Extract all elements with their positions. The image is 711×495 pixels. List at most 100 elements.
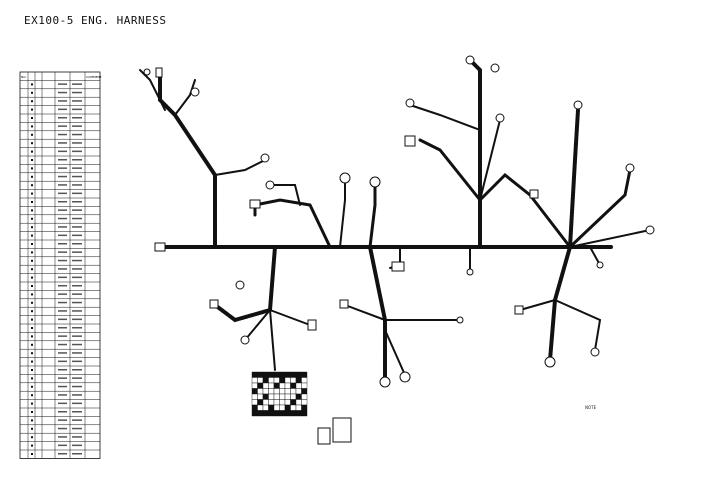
connectors bbox=[143, 55, 655, 388]
pin-cell bbox=[284, 382, 291, 389]
table-cell-text bbox=[58, 419, 67, 421]
table-cell-text bbox=[72, 427, 82, 430]
pin-cell bbox=[273, 377, 280, 384]
table-cell-text bbox=[58, 369, 67, 371]
table-cell-text bbox=[72, 175, 82, 178]
table-header-no: NO. bbox=[21, 75, 26, 79]
table-cell-mark bbox=[31, 276, 33, 279]
pin-cell bbox=[290, 371, 297, 378]
pin-cell bbox=[284, 410, 291, 417]
table-cell-text bbox=[58, 427, 67, 430]
table-cell-text bbox=[58, 360, 67, 363]
table-cell-text bbox=[58, 352, 67, 354]
pin-cell bbox=[273, 388, 280, 395]
table-cell-mark bbox=[31, 167, 33, 170]
table-cell-mark bbox=[31, 327, 33, 329]
table-cell-mark bbox=[31, 335, 33, 338]
table-cell-text bbox=[58, 385, 67, 388]
pin-cell bbox=[290, 404, 297, 411]
table-cell-text bbox=[58, 184, 67, 186]
table-cell-mark bbox=[31, 217, 33, 220]
table-cell-text bbox=[72, 167, 82, 169]
pin-cell bbox=[279, 382, 286, 389]
table-cell-text bbox=[72, 377, 82, 379]
table-cell-text bbox=[72, 276, 82, 279]
table-cell-text bbox=[58, 285, 67, 287]
table-cell-text bbox=[58, 259, 67, 262]
pin-cell bbox=[262, 377, 269, 384]
table-cell-text bbox=[58, 243, 67, 245]
table-cell-text bbox=[72, 268, 82, 270]
table-cell-mark bbox=[31, 108, 33, 111]
table-cell-mark bbox=[31, 201, 33, 203]
table-cell-mark bbox=[31, 293, 33, 296]
table-cell-text bbox=[58, 226, 67, 228]
table-header-comment: COMMENT bbox=[86, 75, 102, 79]
table-cell-text bbox=[58, 201, 67, 203]
pin-cell bbox=[279, 393, 286, 400]
table-cell-text bbox=[72, 352, 82, 354]
table-cell-mark bbox=[31, 100, 33, 103]
table-cell-text bbox=[58, 335, 67, 337]
table-cell-text bbox=[72, 159, 82, 161]
table-cell-text bbox=[58, 453, 67, 455]
pin-cell bbox=[284, 404, 291, 411]
notes-section: NOTE bbox=[585, 405, 596, 412]
relay-drawing bbox=[317, 417, 352, 445]
table-cell-mark bbox=[31, 343, 33, 346]
table-cell-text bbox=[72, 91, 82, 94]
table-cell-text bbox=[72, 335, 82, 337]
pin-cell bbox=[290, 410, 297, 417]
pin-cell bbox=[301, 377, 308, 384]
table-cell-mark bbox=[31, 285, 33, 287]
table-cell-mark bbox=[31, 83, 33, 86]
pin-cell bbox=[268, 404, 275, 411]
pin-cell bbox=[262, 388, 269, 395]
pin-cell bbox=[268, 388, 275, 395]
table-cell-mark bbox=[31, 419, 33, 422]
table-cell-mark bbox=[31, 411, 33, 413]
pin-cell bbox=[290, 377, 297, 384]
table-cell-mark bbox=[31, 226, 33, 229]
pin-cell bbox=[295, 393, 302, 400]
pin-cell bbox=[295, 382, 302, 389]
table-cell-text bbox=[58, 394, 67, 396]
table-cell-mark bbox=[31, 394, 33, 397]
pin-cell bbox=[268, 399, 275, 406]
pin-cell bbox=[257, 382, 264, 389]
table-cell-mark bbox=[31, 125, 33, 128]
pin-cell bbox=[257, 410, 264, 417]
pin-cell bbox=[290, 393, 297, 400]
table-cell-mark bbox=[31, 301, 33, 304]
table-cell-text bbox=[58, 301, 67, 304]
pin-cell bbox=[273, 382, 280, 389]
pin-cell bbox=[251, 388, 258, 395]
pin-cell bbox=[268, 371, 275, 378]
table-cell-text bbox=[72, 360, 82, 363]
table-cell-text bbox=[72, 133, 82, 136]
pin-cell bbox=[295, 404, 302, 411]
table-cell-text bbox=[72, 209, 82, 211]
pin-cell bbox=[251, 377, 258, 384]
table-cell-text bbox=[72, 419, 82, 421]
pin-cell bbox=[268, 410, 275, 417]
table-cell-mark bbox=[31, 133, 33, 136]
table-cell-text bbox=[58, 411, 67, 413]
pin-cell bbox=[273, 371, 280, 378]
table-cell-text bbox=[58, 268, 67, 270]
pin-cell bbox=[295, 410, 302, 417]
table-cell-text bbox=[72, 192, 82, 195]
table-cell-text bbox=[72, 453, 82, 455]
table-cell-text bbox=[58, 402, 67, 405]
pin-cell bbox=[284, 388, 291, 395]
table-cell-text bbox=[58, 327, 67, 329]
pin-cell bbox=[295, 371, 302, 378]
table-cell-text bbox=[58, 133, 67, 136]
table-cell-text bbox=[58, 377, 67, 379]
table-cell-mark bbox=[31, 318, 33, 321]
table-cell-mark bbox=[31, 369, 33, 371]
table-cell-text bbox=[58, 150, 67, 153]
table-cell-text bbox=[72, 444, 82, 447]
table-cell-mark bbox=[31, 259, 33, 262]
